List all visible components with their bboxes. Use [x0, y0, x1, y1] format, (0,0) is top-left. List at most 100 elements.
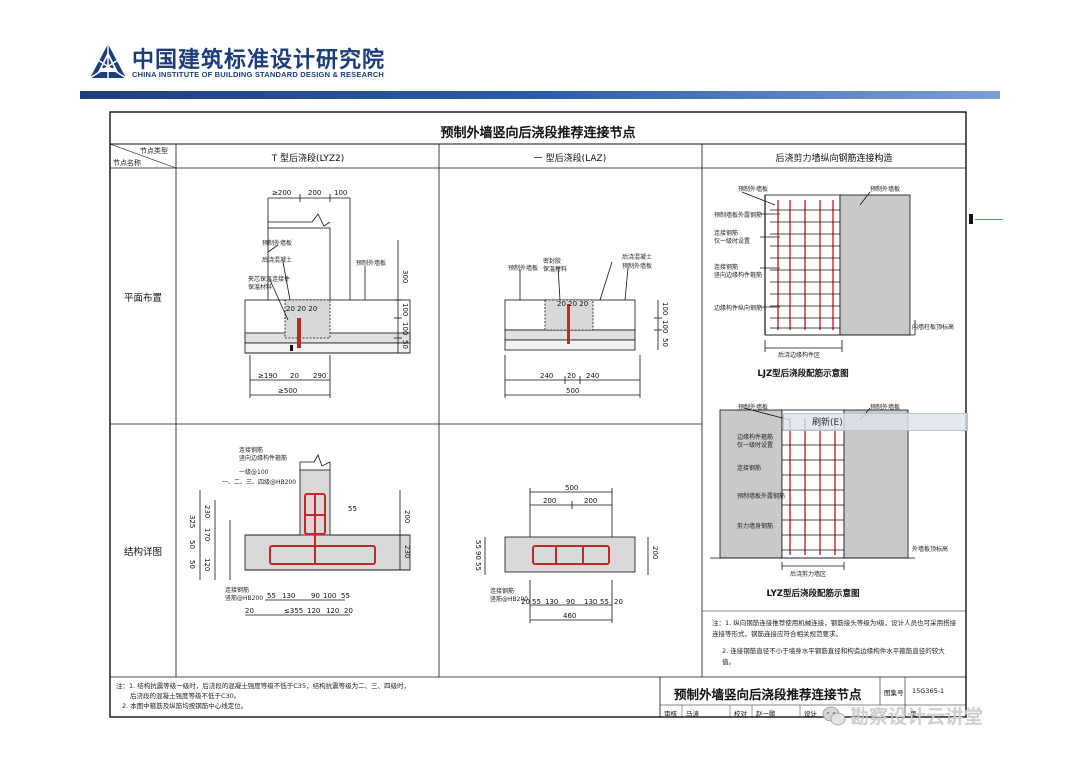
i-detail-dim-bottom-7: 20	[614, 598, 623, 606]
lyz-label-panel-left: 预制外墙板	[738, 404, 769, 411]
bottom-note-1: 注：1. 结构抗震等级一级时，后浇段的混凝土强度等级不低于C35，结构抗震等级为…	[116, 682, 411, 690]
i-detail-dim-left-3: 55	[474, 562, 482, 571]
i-plan-dim-bottom-total: 500	[566, 387, 580, 395]
title-block-design: 设计	[804, 710, 817, 718]
ljz-label-connecting-rebar: 连接钢筋	[714, 230, 739, 237]
i-plan-dim-inner: 20 20 20	[557, 300, 589, 308]
i-detail-dim-top2-1: 200	[543, 497, 557, 505]
ljz-label-cast-zone: 后浇边缘构件区	[778, 352, 821, 359]
t-plan-label-panel: 预制外墙板	[262, 240, 293, 247]
ljz-label-grade1-only: 仅一级时设置	[714, 238, 751, 245]
drawing-title: 预制外墙竖向后浇段推荐连接节点	[440, 126, 636, 141]
title-block-checker: 赵一鹏	[756, 710, 776, 718]
right-note-1: 注：1. 纵向钢筋连接推荐使用机械连接，钢筋接头等级为Ⅰ级，设计人员也可采用搭接…	[712, 619, 957, 638]
t-detail-dim-left-1: 325	[188, 515, 196, 529]
t-detail-dim-bottom-2: 130	[282, 592, 296, 600]
lyz-label-elevation: 外墙板顶标高	[912, 546, 949, 553]
t-detail-dim-left-4: 170	[203, 528, 211, 542]
corner-node-type: 节点类型	[140, 147, 168, 155]
header: 中国建筑标准设计研究院 CHINA INSTITUTE OF BUILDING …	[0, 0, 1080, 100]
column-header-i-type: 一 型后浇段(LAZ)	[533, 154, 607, 164]
t-detail-dim-bottom2-2: ≤355	[284, 607, 304, 615]
t-plan-dim-bottom-1: ≥190	[258, 372, 278, 380]
t-detail-dim-left-6: 120	[203, 558, 211, 572]
i-plan-dim-right-2: 100	[661, 320, 669, 334]
i-detail-label-rebar: 连接钢筋	[490, 588, 515, 595]
t-plan-dim-top-1: ≥200	[272, 189, 292, 197]
t-detail-dim-left-2: 230	[203, 505, 211, 519]
t-detail-dim-right-2: 200	[403, 510, 411, 524]
t-plan-dim-right-3: 100	[401, 322, 409, 336]
t-plan-label-insulation: 保温材料	[248, 284, 273, 291]
t-detail-label-vertical: 竖筋@HB200	[225, 595, 264, 602]
bottom-note-3: 2. 本图中箍筋及纵筋均按钢筋中心线定位。	[122, 702, 248, 710]
t-detail-label-rebar-2: 连接钢筋	[225, 587, 250, 594]
bottom-note-2: 后浇段的混凝土强度等级不低于C30。	[130, 692, 241, 700]
lyz-rebar	[789, 418, 836, 555]
org-name-cn: 中国建筑标准设计研究院	[132, 48, 386, 73]
i-detail-dim-bottom-2: 55	[532, 598, 541, 606]
i-detail-dim-bottom-1: 20	[521, 598, 530, 606]
i-detail-drawing	[484, 488, 649, 623]
i-detail-dim-bottom-5: 130	[584, 598, 598, 606]
t-plan-dim-bottom-2: 20	[290, 372, 299, 380]
t-detail-dim-bottom2-3: 120	[307, 607, 321, 615]
t-detail-dim-bottom-5: 55	[341, 592, 350, 600]
t-plan-dim-top-2: 200	[308, 189, 322, 197]
i-detail-dim-bottom-4: 90	[566, 598, 575, 606]
i-plan-label-cast: 后浇混凝土	[622, 254, 653, 261]
t-detail-label-grade1: 一级@100	[239, 469, 269, 476]
ljz-label-panel-left: 预制外墙板	[738, 186, 769, 193]
i-plan-dim-right-3: 50	[661, 338, 669, 347]
i-detail-dim-bottom-3: 130	[545, 598, 559, 606]
i-detail-dim-bottom-6: 55	[600, 598, 609, 606]
ljz-label-elevation: 内墙柱板顶标高	[912, 324, 955, 331]
cabr-logo-icon	[89, 44, 127, 79]
i-detail-dim-right: 200	[651, 546, 659, 560]
ljz-label-panel-right: 预制外墙板	[870, 186, 901, 193]
t-detail-label-rebar: 连接钢筋	[239, 447, 264, 454]
title-block-check: 校对	[734, 710, 747, 718]
t-detail-dim-left-5: 50	[188, 560, 196, 569]
t-detail-dim-bottom2-5: 20	[344, 607, 353, 615]
title-block-page: 页	[910, 710, 917, 718]
i-plan-dim-bottom-3: 240	[586, 372, 600, 380]
lyz-label-wall-rebar: 剪力墙身钢筋	[737, 523, 774, 530]
t-plan-label-connector: 夹芯保温连接件	[248, 276, 291, 283]
t-plan-label-panel-2: 预制外墙板	[356, 260, 387, 267]
t-detail-dim-bottom-1: 55	[267, 592, 276, 600]
cursor-guide-line	[975, 219, 1003, 220]
i-plan-drawing	[504, 261, 662, 398]
corner-node-name: 节点名称	[113, 159, 141, 167]
t-plan-dim-right-1: 300	[401, 270, 409, 284]
i-plan-dim-right-1: 100	[661, 302, 669, 316]
org-name-en: CHINA INSTITUTE OF BUILDING STANDARD DES…	[132, 70, 385, 79]
lyz-label-stirrup: 边缘构件箍筋	[737, 434, 774, 441]
title-block-atlas-no: 15G365-1	[912, 687, 945, 695]
ljz-label-stirrup: 竖向边缘构件箍筋	[714, 272, 763, 279]
i-detail-dim-top: 500	[565, 484, 579, 492]
i-plan-label-insulation: 保温材料	[543, 266, 568, 273]
lyz-elevation-drawing	[710, 407, 915, 570]
ljz-caption: LJZ型后浇段配筋示意图	[757, 369, 849, 379]
title-block-atlas-label: 图集号	[884, 689, 904, 697]
ljz-label-connecting-rebar-2: 连接钢筋	[714, 264, 739, 271]
t-plan-dim-right-2: 100	[401, 303, 409, 317]
t-detail-dim-right-1: 55	[348, 505, 357, 513]
text-cursor-icon	[969, 214, 973, 224]
lyz-label-cast-zone: 后浇剪力墙区	[790, 571, 827, 578]
column-header-rebar: 后浇剪力墙纵向钢筋连接构造	[775, 154, 893, 164]
i-plan-dim-bottom-2: 20	[567, 372, 576, 380]
i-detail-dim-bottom-total: 460	[563, 612, 577, 620]
i-detail-dim-left-1: 55	[474, 540, 482, 549]
lyz-caption: LYZ型后浇段配筋示意图	[766, 589, 860, 599]
i-detail-label-vertical: 竖筋@HB200	[490, 596, 529, 603]
t-detail-dim-bottom-3: 90	[311, 592, 320, 600]
t-detail-label-grade-all: 一、二、三、四级@HB200	[222, 479, 297, 486]
i-detail-dim-left-2: 90	[474, 551, 482, 560]
t-detail-dim-left-3: 50	[188, 540, 196, 549]
i-plan-dim-bottom-1: 240	[540, 372, 554, 380]
context-menu-refresh[interactable]: 刷新(E)	[783, 413, 968, 431]
